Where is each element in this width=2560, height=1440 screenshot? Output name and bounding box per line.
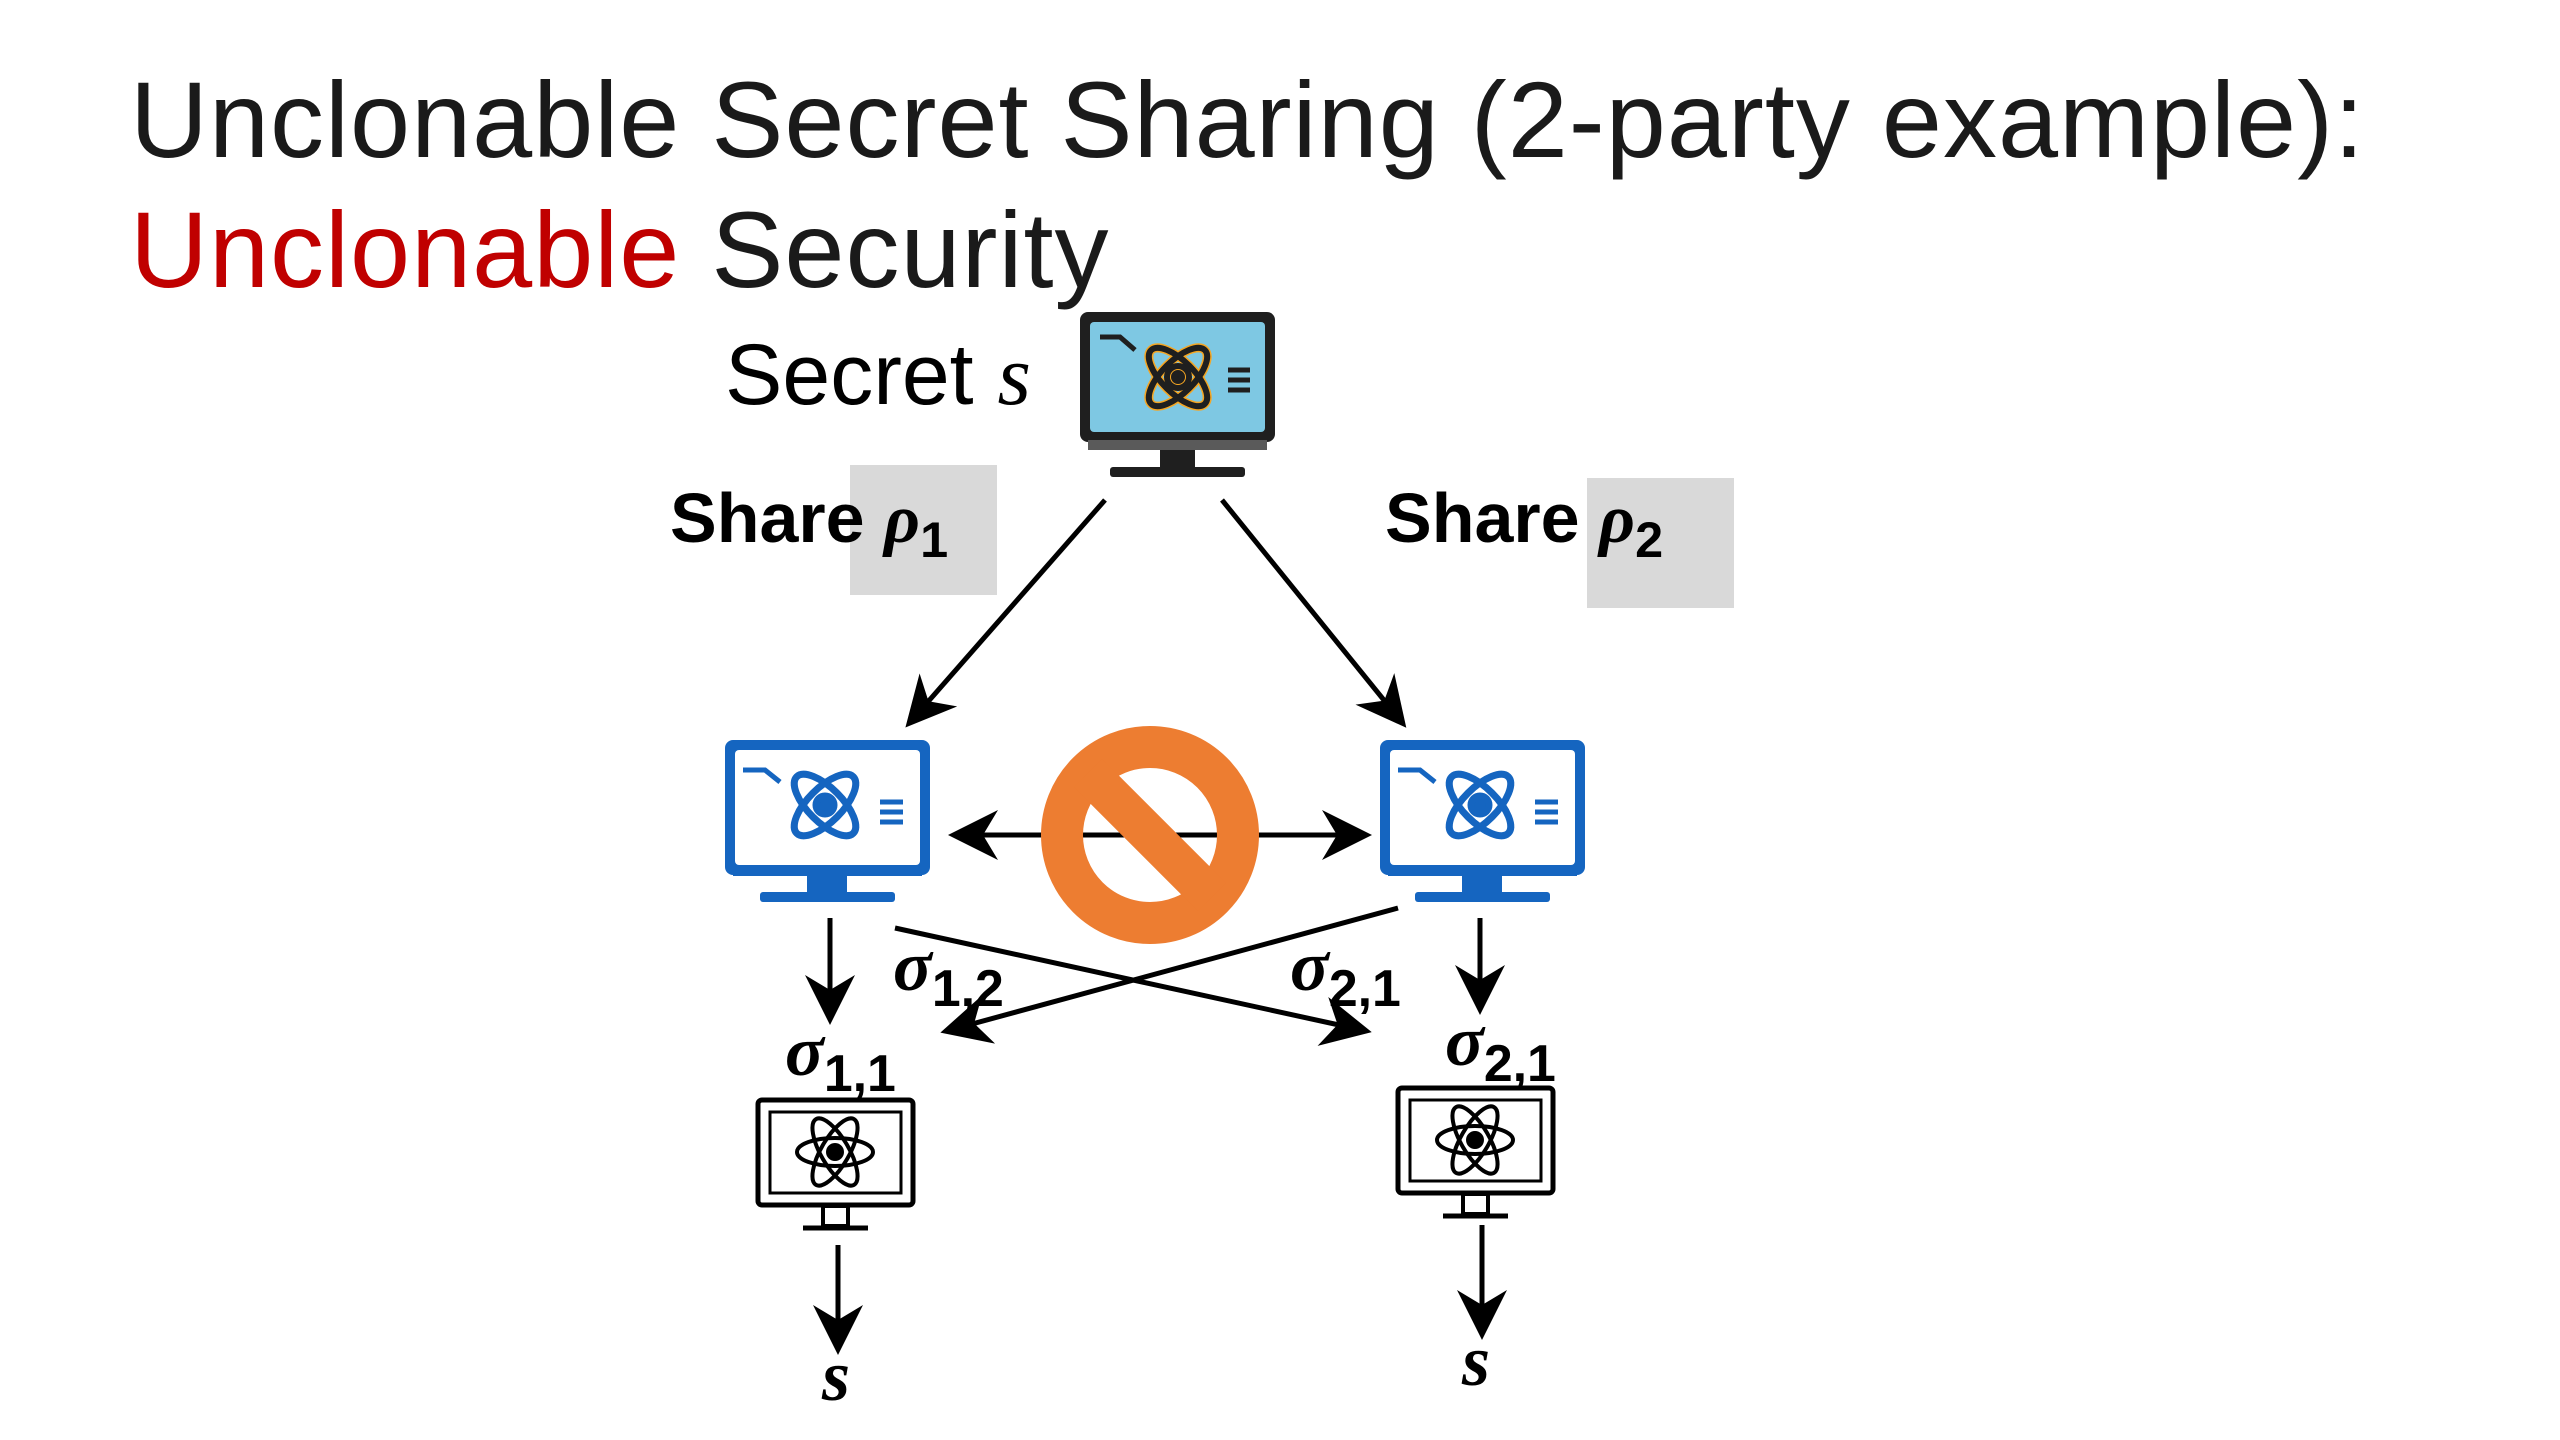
slide-title: Unclonable Secret Sharing (2-party examp… — [130, 55, 2365, 315]
left-output-label: s — [822, 1335, 850, 1418]
secret-var: s — [997, 327, 1031, 423]
cross-arrow-2-to-1 — [940, 905, 1399, 1044]
share2-arrow — [1220, 498, 1407, 728]
title-line-2-rest: Security — [680, 189, 1110, 310]
share1-rho: ρ — [884, 481, 921, 558]
title-highlight: Unclonable — [130, 189, 681, 310]
sigma-11-sub: 1,1 — [823, 1043, 896, 1102]
right-classical-computer-icon — [1395, 1085, 1556, 1219]
sigma-11-label: σ1,1 — [785, 1010, 896, 1102]
party2-computer-icon — [1380, 740, 1585, 902]
share1-arrow — [905, 498, 1107, 728]
left-classical-computer-icon — [755, 1097, 916, 1231]
share2-highlight — [1587, 478, 1734, 608]
dealer-computer-icon — [1080, 312, 1275, 477]
share1-highlight — [850, 465, 997, 595]
share1-word: Share — [670, 479, 884, 557]
prohibited-icon — [1041, 726, 1259, 944]
sigma-11-symbol: σ — [785, 1011, 824, 1091]
sigma-21-cross-symbol: σ — [1290, 926, 1329, 1006]
sigma-21-symbol: σ — [1445, 1001, 1484, 1081]
share1-sub: 1 — [920, 511, 949, 569]
right-output-label: s — [1462, 1320, 1490, 1403]
party1-computer-icon — [725, 740, 930, 902]
title-line-1: Unclonable Secret Sharing (2-party examp… — [130, 59, 2366, 180]
sigma-21-sub: 2,1 — [1483, 1033, 1556, 1092]
right-output-var: s — [1462, 1321, 1491, 1401]
sigma-12-label: σ1,2 — [893, 925, 1004, 1017]
sigma-21-cross-sub: 2,1 — [1328, 958, 1401, 1017]
share2-word: Share — [1385, 479, 1599, 557]
share2-sub: 2 — [1635, 511, 1664, 569]
sigma-12-symbol: σ — [893, 926, 932, 1006]
secret-word: Secret — [725, 327, 998, 423]
share1-label: Share ρ1 — [670, 478, 948, 568]
share2-label: Share ρ2 — [1385, 478, 1663, 568]
left-output-var: s — [822, 1336, 851, 1416]
sigma-21-label: σ2,1 — [1445, 1000, 1556, 1092]
sigma-21-cross-label: σ2,1 — [1290, 925, 1401, 1017]
title-line-2: Unclonable Security — [130, 185, 2365, 315]
sigma-12-sub: 1,2 — [931, 958, 1004, 1017]
share2-rho: ρ — [1599, 481, 1636, 558]
secret-label: Secret s — [725, 325, 1031, 425]
